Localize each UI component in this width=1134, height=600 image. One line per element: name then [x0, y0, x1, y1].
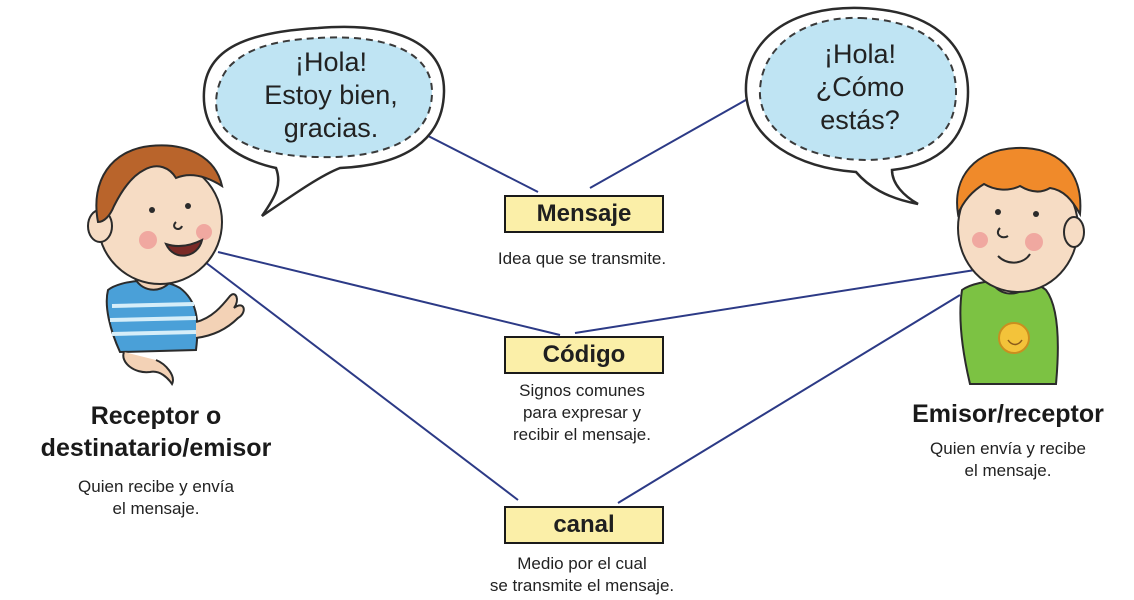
line-right-bubble-to-mensaje — [589, 91, 761, 189]
right-bubble-text: ¡Hola! ¿Cómo estás? — [815, 39, 905, 135]
connector-lines — [204, 91, 976, 504]
mensaje-description: Idea que se transmite. — [497, 249, 667, 268]
right-role-description: Quien envía y recibe el mensaje. — [930, 439, 1086, 480]
line-right-person-to-canal — [617, 294, 961, 504]
codigo-description: Signos comunes para expresar y recibir e… — [513, 381, 651, 444]
left-role-description: Quien recibe y envía el mensaje. — [78, 477, 234, 518]
left-child-illustration — [87, 144, 245, 386]
left-role-title: Receptor o destinatario/emisor — [40, 402, 272, 462]
line-right-person-to-codigo — [574, 269, 976, 334]
left-speech-bubble — [202, 25, 446, 218]
canal-label: canal — [504, 506, 664, 544]
line-left-person-to-codigo — [217, 251, 561, 336]
right-speech-bubble — [744, 6, 970, 206]
canal-description: Medio por el cual se transmite el mensaj… — [489, 554, 675, 595]
right-role-title: Emisor/receptor — [912, 400, 1104, 428]
codigo-label: Código — [504, 336, 664, 374]
line-left-person-to-canal — [204, 261, 519, 501]
mensaje-label: Mensaje — [504, 195, 664, 233]
left-bubble-text: ¡Hola! Estoy bien, gracias. — [264, 47, 398, 143]
right-child-illustration — [956, 146, 1085, 385]
